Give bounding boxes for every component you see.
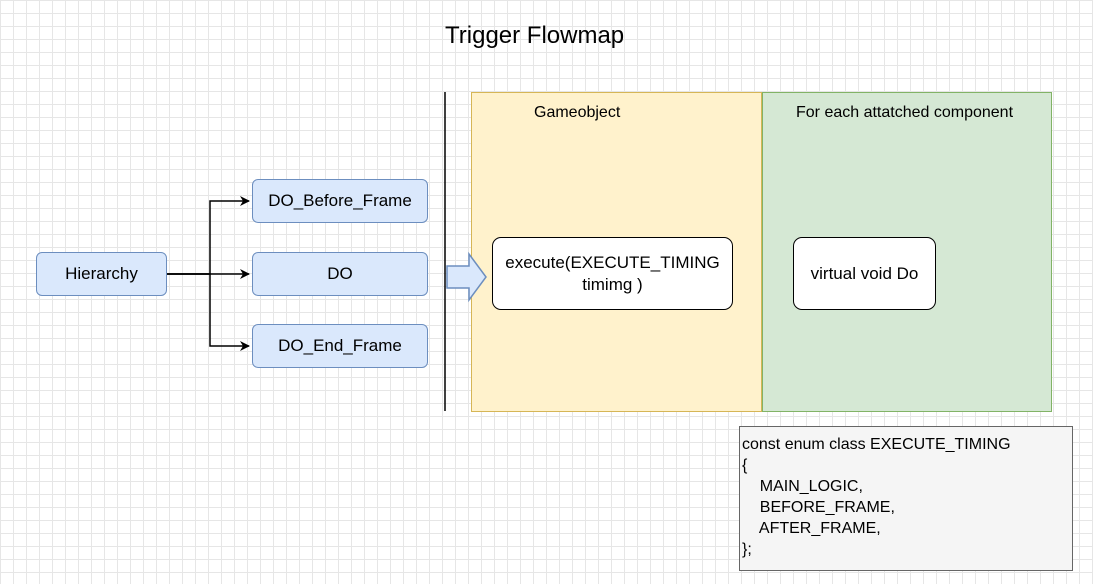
- do-before-frame-node[interactable]: DO_Before_Frame: [252, 179, 428, 223]
- component-zone-label: For each attatched component: [796, 104, 1014, 121]
- execute-function-box[interactable]: execute(EXECUTE_TIMING timimg ): [492, 237, 733, 310]
- connector-to-end-frame: [167, 273, 250, 351]
- execute-timing-enum-code[interactable]: const enum class EXECUTE_TIMING { MAIN_L…: [739, 426, 1073, 571]
- connector-to-before-frame: [167, 196, 250, 275]
- execute-line-2: timimg ): [582, 274, 643, 294]
- do-node[interactable]: DO: [252, 252, 428, 296]
- gameobject-zone-label: Gameobject: [534, 104, 621, 121]
- diagram-title-text: Trigger Flowmap: [445, 22, 625, 49]
- execute-line-1: execute(EXECUTE_TIMING: [505, 252, 720, 272]
- virtual-do-box[interactable]: virtual void Do: [793, 237, 936, 310]
- hierarchy-connectors: [167, 196, 250, 351]
- do-end-frame-node[interactable]: DO_End_Frame: [252, 324, 428, 368]
- hierarchy-node[interactable]: Hierarchy: [36, 252, 167, 296]
